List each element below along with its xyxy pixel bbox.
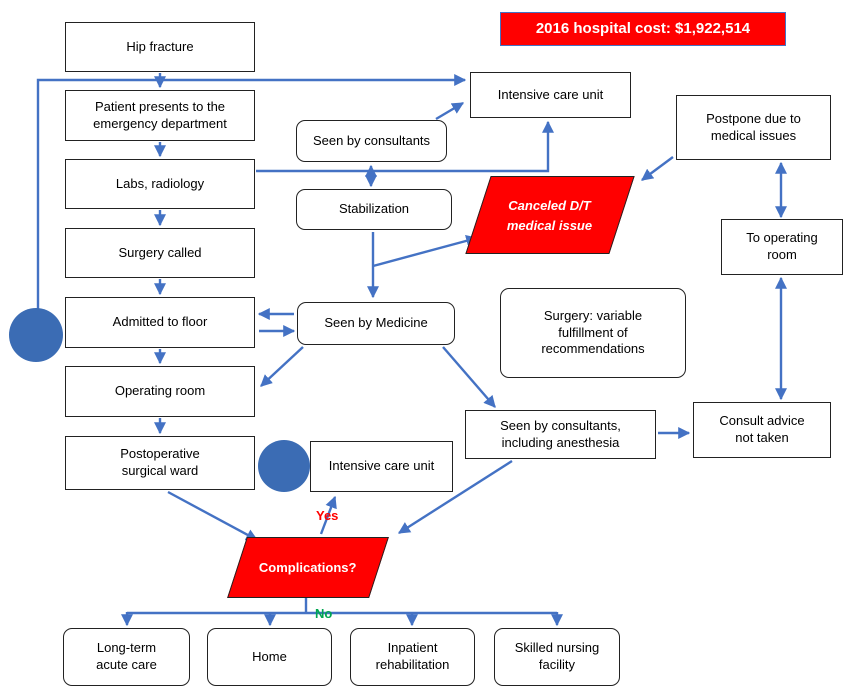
node-consult-advice-not-taken: Consult advice not taken — [693, 402, 831, 458]
node-seen-by-consultants-anesthesia: Seen by consultants, including anesthesi… — [465, 410, 656, 459]
arrow-postop-to-complications — [167, 490, 259, 542]
no-label: No — [315, 606, 333, 621]
arrow-labs-to-icu-top — [256, 120, 554, 173]
node-hip-fracture: Hip fracture — [65, 22, 255, 72]
node-canceled-dt-medical-issue: Canceled D/T medical issue — [465, 176, 635, 254]
node-admitted-to-floor: Admitted to floor — [65, 297, 255, 348]
arrow-medicine-to-anesthesia — [442, 346, 496, 408]
node-long-term-acute-care: Long-term acute care — [63, 628, 190, 686]
cost-banner: 2016 hospital cost: $1,922,514 — [500, 12, 786, 46]
node-intensive-care-unit-bottom: Intensive care unit — [310, 441, 453, 492]
node-postoperative-ward: Postoperative surgical ward — [65, 436, 255, 490]
node-emergency-department: Patient presents to the emergency depart… — [65, 90, 255, 141]
node-surgery-called: Surgery called — [65, 228, 255, 278]
node-home: Home — [207, 628, 332, 686]
node-skilled-nursing-facility: Skilled nursing facility — [494, 628, 620, 686]
connector-circle-left — [9, 308, 63, 362]
node-to-operating-room: To operating room — [721, 219, 843, 275]
node-seen-by-consultants: Seen by consultants — [296, 120, 447, 162]
arrow-postpone-to-canceled — [641, 156, 674, 181]
node-surgery-variable-fulfillment: Surgery: variable fulfillment of recomme… — [500, 288, 686, 378]
node-operating-room: Operating room — [65, 366, 255, 417]
arrow-medicine-to-or — [260, 346, 304, 387]
node-intensive-care-unit-top: Intensive care unit — [470, 72, 631, 118]
connector-circle-icu — [258, 440, 310, 492]
node-complications-decision: Complications? — [227, 537, 389, 598]
node-seen-by-medicine: Seen by Medicine — [297, 302, 455, 345]
arrow-consultants-to-icu-top — [435, 101, 465, 121]
arrow-connector-to-icu-top — [36, 74, 467, 309]
arrow-branch-to-canceled — [372, 235, 479, 268]
complications-label: Complications? — [259, 559, 357, 575]
node-labs-radiology: Labs, radiology — [65, 159, 255, 209]
node-inpatient-rehabilitation: Inpatient rehabilitation — [350, 628, 475, 686]
canceled-label: Canceled D/T medical issue — [507, 197, 593, 233]
yes-label: Yes — [316, 508, 339, 523]
node-postpone-medical-issues: Postpone due to medical issues — [676, 95, 831, 160]
arrow-anesthesia-to-complications — [397, 459, 513, 535]
arrow-complications-yes-to-icu — [319, 495, 337, 535]
node-stabilization: Stabilization — [296, 189, 452, 230]
